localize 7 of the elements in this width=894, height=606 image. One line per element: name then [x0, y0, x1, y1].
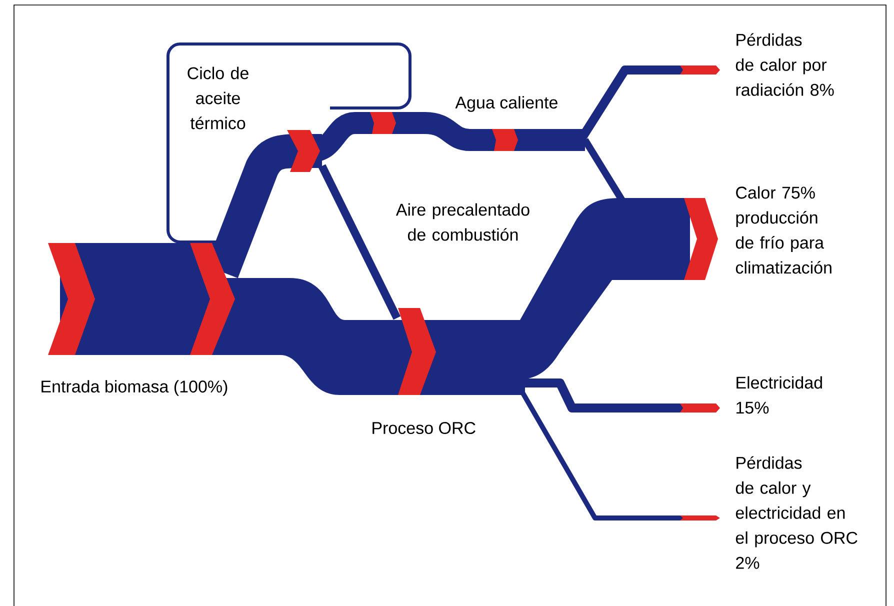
- flow-label: Entrada biomasa (100%): [42, 380, 228, 396]
- flow-label: Electricidad 15%: [736, 376, 822, 414]
- flow-label: Pérdidas de calor y electricidad en el proceso ORC 2%: [736, 456, 858, 569]
- flow-label: Agua caliente: [455, 96, 558, 112]
- flow-label: Calor 75% producción de frío para climatización: [736, 186, 832, 274]
- flow-label: Pérdidas de calor por radiación 8%: [736, 33, 834, 96]
- flow-label: Proceso ORC: [372, 422, 476, 434]
